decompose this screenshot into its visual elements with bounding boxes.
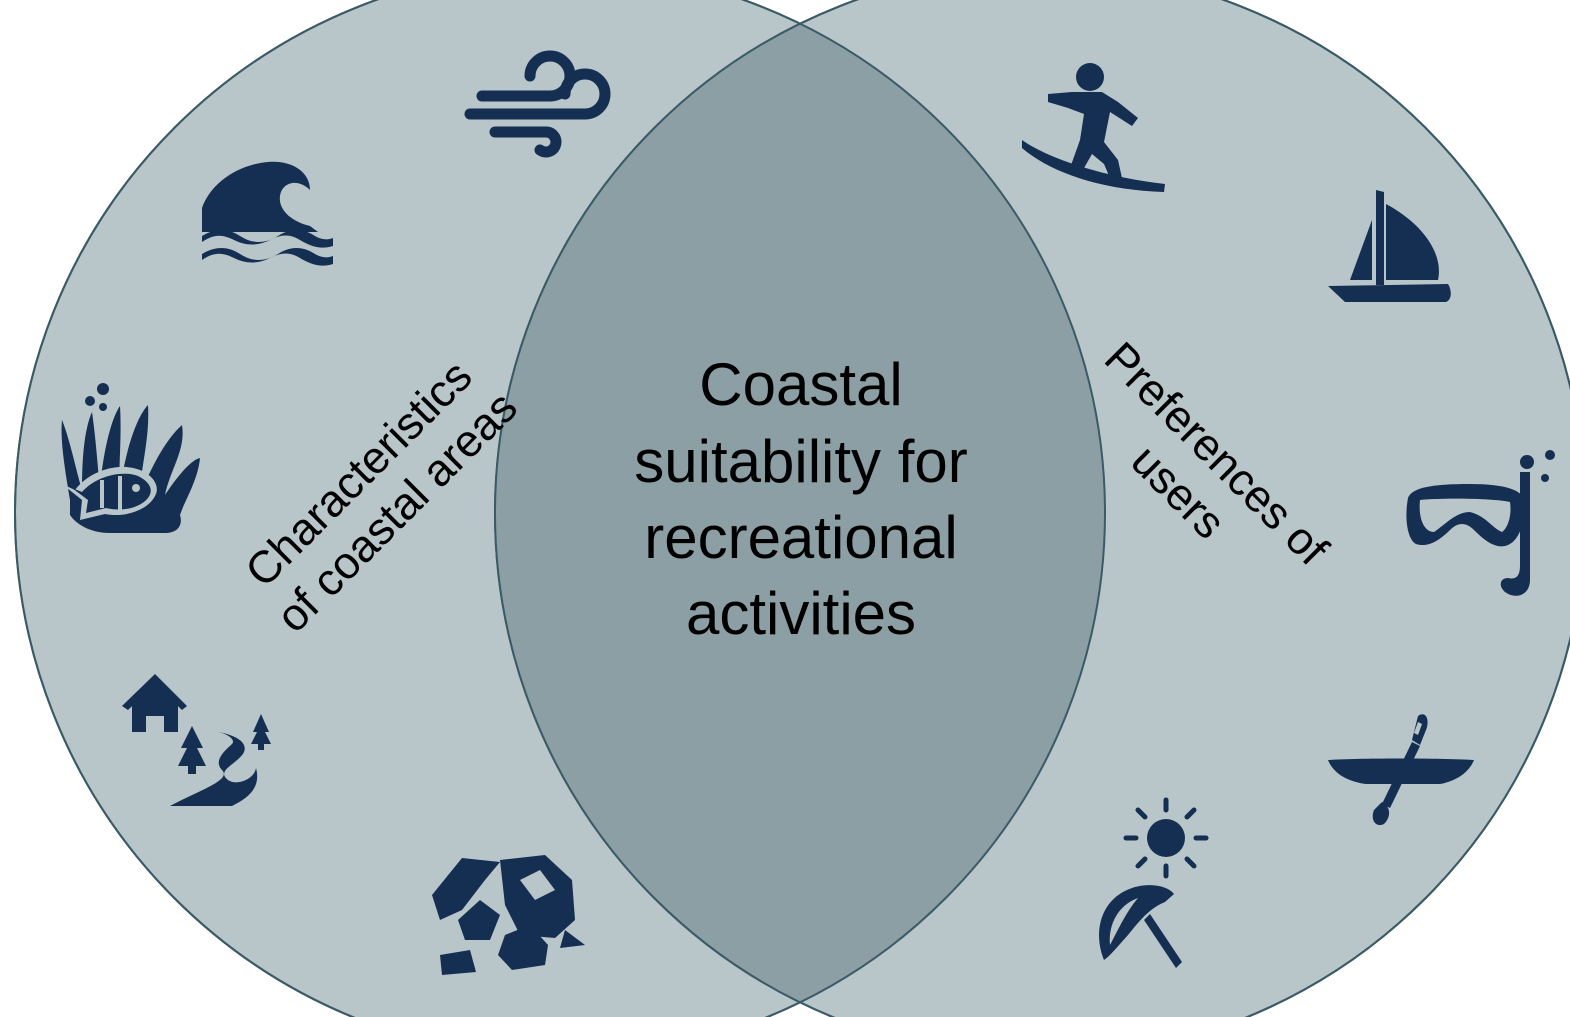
intersection-region [495,0,1105,1017]
snorkel-mask-icon [1406,450,1555,596]
wind-icon [464,50,611,158]
sun-umbrella-icon [1099,797,1209,968]
kayak-icon [1328,714,1474,826]
intersection-label: Coastal suitability for recreational act… [634,351,967,647]
rocks-icon [432,855,585,975]
intersection-label-line-4: activities [686,580,916,647]
surfing-icon [1022,63,1165,192]
sailboat-icon [1328,190,1451,302]
house-river-trees-icon [122,674,271,806]
intersection-label-line-2: suitability for [634,428,967,495]
intersection-label-line-3: recreational [644,504,958,571]
wave-icon [202,161,333,266]
intersection-label-line-1: Coastal [699,351,902,418]
coral-reef-fish-icon [61,383,200,533]
